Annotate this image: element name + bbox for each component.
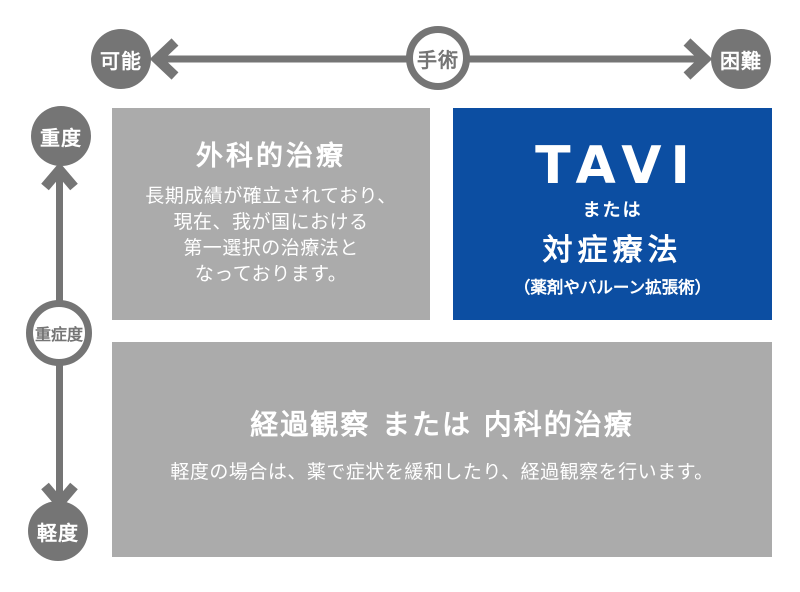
axis-theme-severity-text: 重症度: [34, 325, 83, 344]
axis-label-difficult-text: 困難: [720, 48, 762, 73]
axis-label-severe-text: 重度: [40, 125, 82, 150]
axis-label-mild-text: 軽度: [37, 520, 79, 545]
arrowhead-right-icon: [683, 38, 713, 80]
surgical-treatment-description: 長期成績が確立されており、 現在、我が国における 第一選択の治療法と なっており…: [145, 183, 397, 287]
observation-title: 経過観察 または 内科的治療: [250, 408, 634, 441]
axis-theme-severity: 重症度: [26, 300, 92, 366]
surgical-treatment-box: 外科的治療 長期成績が確立されており、 現在、我が国における 第一選択の治療法と…: [112, 108, 430, 320]
surgical-description-line-1: 長期成績が確立されており、: [145, 185, 397, 208]
surgical-description-line-2: 現在、我が国における: [173, 211, 369, 234]
axis-label-severe: 重度: [31, 106, 91, 166]
surgical-treatment-title: 外科的治療: [196, 141, 346, 172]
axis-theme-surgery-text: 手術: [417, 47, 459, 72]
tavi-box: TAVI または 対症療法 （薬剤やバルーン拡張術）: [453, 108, 772, 320]
arrowhead-left-icon: [149, 38, 179, 80]
arrowhead-up-icon: [41, 162, 78, 191]
observation-description: 軽度の場合は、薬で症状を緩和したり、経過観察を行います。: [170, 460, 714, 483]
axis-theme-surgery: 手術: [406, 26, 470, 90]
surgical-description-line-3: 第一選択の治療法と: [183, 237, 359, 260]
axis-label-possible: 可能: [91, 29, 151, 89]
tavi-or-text: または: [582, 200, 643, 222]
axis-label-mild: 軽度: [28, 501, 88, 561]
observation-box: 経過観察 または 内科的治療 軽度の場合は、薬で症状を緩和したり、経過観察を行い…: [112, 342, 772, 557]
surgical-description-line-4: なっております。: [194, 263, 348, 286]
axis-label-difficult: 困難: [711, 29, 771, 89]
symptomatic-therapy-title: 対症療法: [542, 233, 683, 269]
tavi-title: TAVI: [535, 136, 699, 196]
symptomatic-therapy-note: （薬剤やバルーン拡張術）: [513, 278, 712, 298]
axis-label-possible-text: 可能: [100, 48, 142, 73]
